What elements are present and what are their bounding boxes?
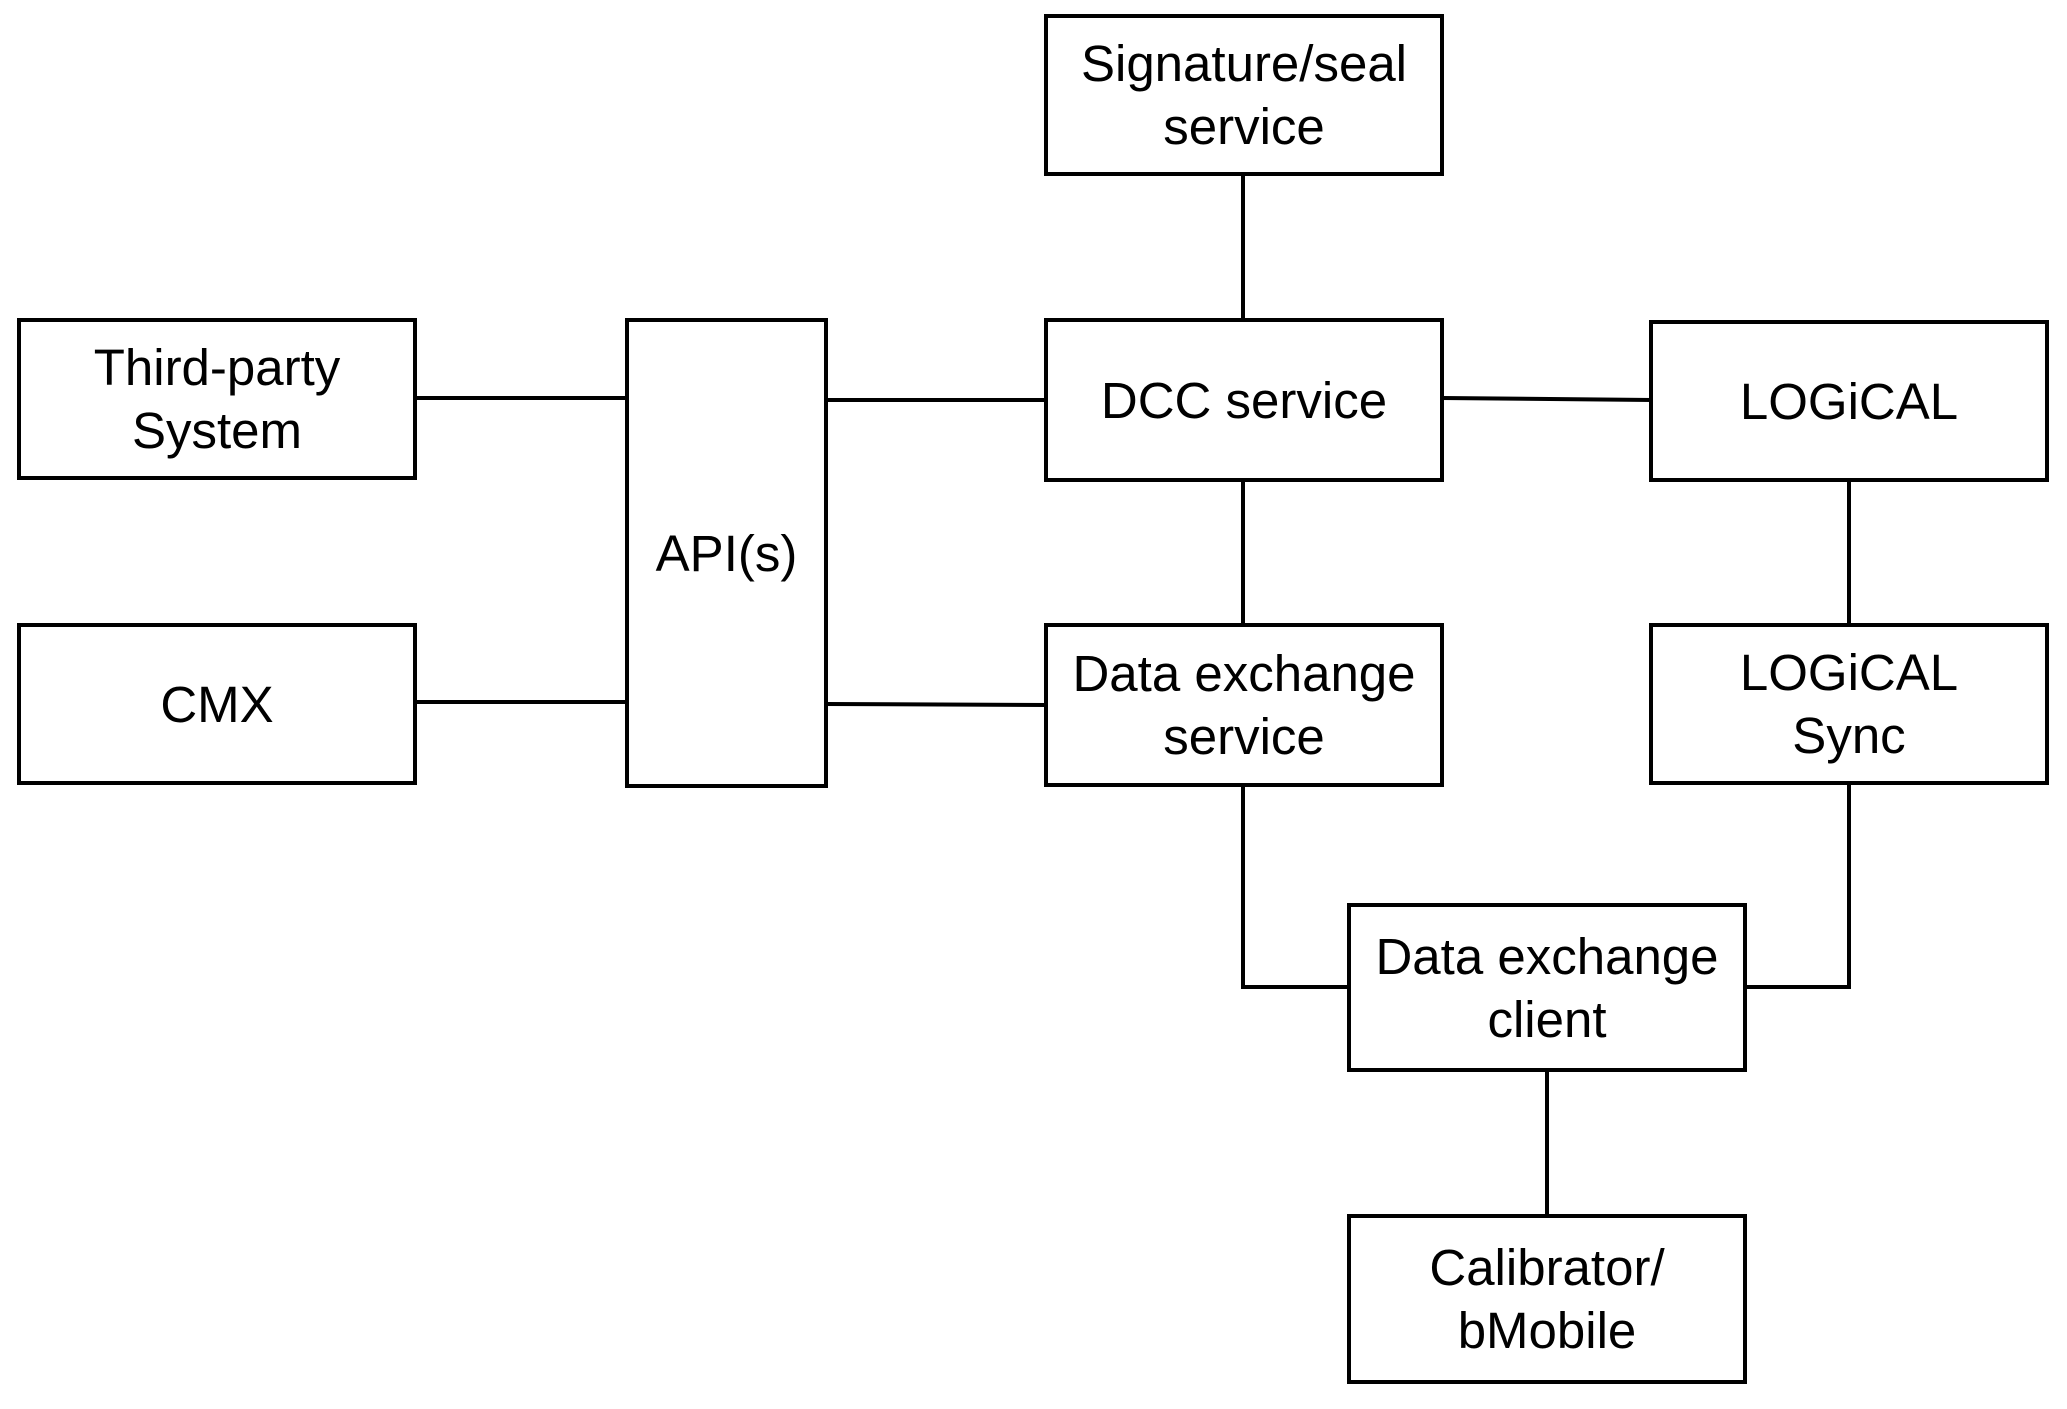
node-dcc-service: DCC service bbox=[1044, 318, 1444, 482]
node-label: API(s) bbox=[655, 524, 798, 582]
node-label: Signature/seal service bbox=[1080, 35, 1408, 155]
edge-apis-data-exchange-service bbox=[824, 701, 1048, 708]
node-label: Data exchange client bbox=[1375, 927, 1719, 1048]
node-calibrator-bmobile: Calibrator/ bMobile bbox=[1347, 1214, 1747, 1384]
node-cmx: CMX bbox=[17, 623, 417, 785]
node-signature-seal-service: Signature/seal service bbox=[1044, 14, 1444, 176]
node-label: DCC service bbox=[1100, 371, 1388, 429]
node-label: LOGiCAL bbox=[1739, 372, 1959, 430]
node-logical-sync: LOGiCAL Sync bbox=[1649, 623, 2049, 785]
node-third-party-system: Third-party System bbox=[17, 318, 417, 480]
node-logical: LOGiCAL bbox=[1649, 320, 2049, 482]
edge-logical-sync-client bbox=[1744, 782, 1851, 989]
node-label: LOGiCAL Sync bbox=[1739, 644, 1959, 764]
edge-data-exchange-service-client bbox=[1241, 785, 1349, 989]
node-apis: API(s) bbox=[625, 318, 828, 788]
edge-dcc-logical bbox=[1440, 395, 1653, 403]
node-label: Third-party System bbox=[93, 339, 341, 459]
node-label: Calibrator/ bMobile bbox=[1429, 1239, 1665, 1359]
node-label: Data exchange service bbox=[1072, 645, 1416, 765]
node-label: CMX bbox=[160, 675, 274, 733]
node-data-exchange-client: Data exchange client bbox=[1347, 903, 1747, 1072]
node-data-exchange-service: Data exchange service bbox=[1044, 623, 1444, 787]
